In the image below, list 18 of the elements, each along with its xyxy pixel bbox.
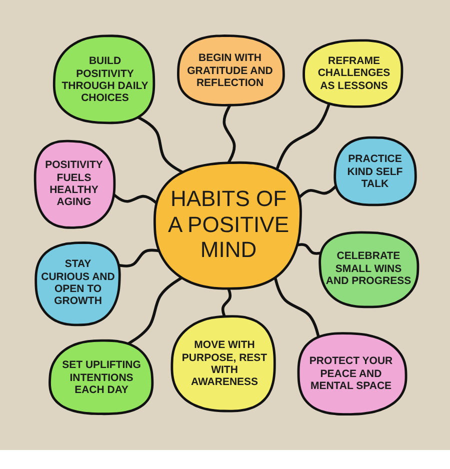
topic-text: STAY CURIOUS AND OPEN TO GROWTH (40, 258, 116, 308)
connector-line (126, 276, 184, 346)
connector-line (298, 184, 338, 199)
central-topic-text: HABITS OF A POSITIVE MIND (166, 186, 290, 264)
topic-text: PROTECT YOUR PEACE AND MENTAL SPACE (308, 355, 394, 393)
connector-line (274, 276, 320, 338)
connector-line (136, 116, 184, 174)
connector-line (276, 102, 331, 171)
topic-text: REFRAME CHALLENGES AS LESSONS (316, 54, 392, 92)
topic-text: MOVE WITH PURPOSE, REST WITH AWARENESS (180, 339, 268, 389)
topic-text: CELEBRATE SMALL WINS AND PROGRESS (326, 250, 412, 288)
connector-line (112, 193, 158, 204)
topic-text: BEGIN WITH GRATITUDE AND REFLECTION (186, 52, 274, 90)
topic-text: SET UPLIFTING INTENTIONS EACH DAY (61, 359, 142, 397)
topic-text: BUILD POSITIVITY THROUGH DAILY CHOICES (60, 55, 150, 105)
connector-line (296, 243, 322, 255)
topic-text: POSITIVITY FUELS HEALTHY AGING (44, 159, 104, 209)
topic-text: PRACTICE KIND SELF TALK (346, 153, 404, 191)
